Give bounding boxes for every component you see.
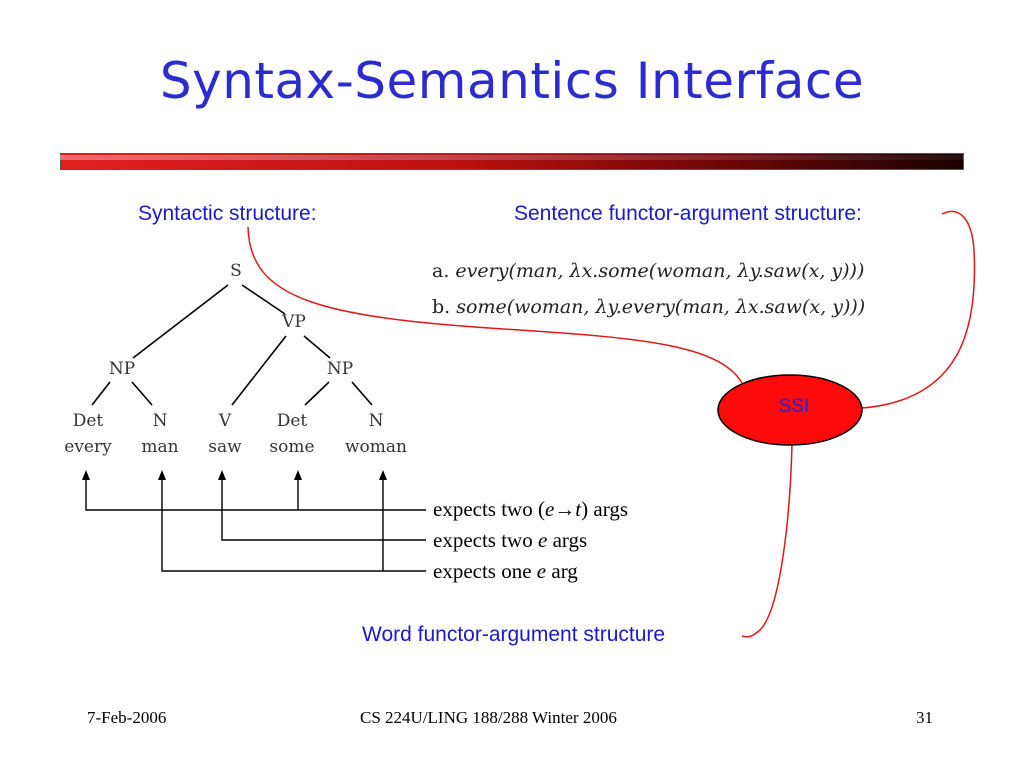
expects-line-2-suffix: args (547, 528, 588, 552)
tree-node-np-object: NP (326, 359, 354, 379)
connector-syntactic (247, 226, 743, 384)
arrowhead-saw (218, 470, 226, 480)
arrow-saw-bracket (221, 478, 426, 541)
ssi-label: SSI (778, 396, 810, 417)
arrow-every-bracket (85, 478, 426, 511)
formula-a: a. every(man, λx.some(woman, λy.saw(x, y… (432, 260, 864, 282)
arrowhead-woman (379, 470, 387, 480)
syntax-tree-branches (91, 284, 373, 406)
tree-word-saw: saw (208, 437, 242, 457)
connector-sentence (861, 210, 976, 409)
word-structure-label: Word functor-argument structure (362, 623, 666, 646)
footer-page-number: 31 (916, 708, 933, 727)
branch-s-np (132, 284, 229, 359)
tree-word-some: some (269, 437, 315, 457)
formula-b: b. some(woman, λy.every(man, λx.saw(x, y… (432, 296, 865, 318)
tree-word-woman: woman (345, 437, 407, 457)
expects-line-3: expects one e arg (433, 559, 578, 584)
tree-pos-det-2: Det (276, 411, 308, 431)
formula-b-marker: b. (432, 296, 451, 318)
expects-line-2: expects two e args (433, 528, 587, 553)
branch-np-det (91, 381, 111, 406)
formula-a-marker: a. (432, 260, 450, 282)
tree-node-s: S (230, 261, 242, 281)
tree-pos-n-1: N (152, 411, 168, 431)
branch-vp-np (303, 335, 331, 359)
formula-b-text: some(woman, λy.every(man, λx.saw(x, y))) (456, 296, 866, 318)
expects-line-1-suffix: ) args (581, 497, 628, 521)
arrowhead-man (158, 470, 166, 480)
expects-line-2-prefix: expects two (433, 528, 538, 552)
expects-line-1-t: t (575, 497, 582, 521)
expects-line-1: expects two (e→t) args (433, 497, 628, 522)
footer-date: 7-Feb-2006 (87, 708, 167, 727)
ssi-ellipse (717, 374, 863, 446)
branch-s-vp (241, 284, 286, 315)
connector-word (741, 444, 793, 638)
expects-line-1-prefix: expects two ( (433, 497, 545, 521)
expects-line-2-e: e (537, 528, 548, 552)
tree-node-np-subject: NP (108, 359, 136, 379)
tree-pos-n-2: N (368, 411, 384, 431)
expects-line-1-arrow: → (554, 497, 576, 521)
expectation-arrows (85, 478, 426, 572)
formula-a-text: every(man, λx.some(woman, λy.saw(x, y))) (455, 260, 865, 282)
arrow-man-bracket (161, 478, 426, 572)
tree-pos-v: V (218, 411, 232, 431)
title-divider-bar (60, 153, 964, 170)
expects-line-3-prefix: expects one (433, 559, 537, 583)
ssi-connectors (247, 210, 976, 638)
slide-title: Syntax-Semantics Interface (159, 52, 865, 110)
tree-node-vp: VP (282, 312, 306, 332)
title-divider-highlight (60, 155, 964, 160)
arrow-heads (82, 470, 387, 480)
branch-np2-det (304, 381, 330, 406)
footer-course: CS 224U/LING 188/288 Winter 2006 (360, 708, 617, 727)
expects-line-3-e: e (536, 559, 547, 583)
branch-np2-n (351, 381, 373, 406)
sentence-structure-label: Sentence functor-argument structure: (514, 202, 862, 225)
tree-word-man: man (141, 437, 179, 457)
syntactic-structure-label: Syntactic structure: (138, 202, 317, 225)
arrowhead-every (82, 470, 90, 480)
arrowhead-some (294, 470, 302, 480)
expects-line-3-suffix: arg (546, 559, 578, 583)
branch-vp-v (231, 335, 287, 406)
expects-line-1-e: e (544, 497, 555, 521)
tree-word-every: every (64, 437, 112, 457)
branch-np-n (131, 381, 153, 406)
tree-pos-det-1: Det (72, 411, 104, 431)
